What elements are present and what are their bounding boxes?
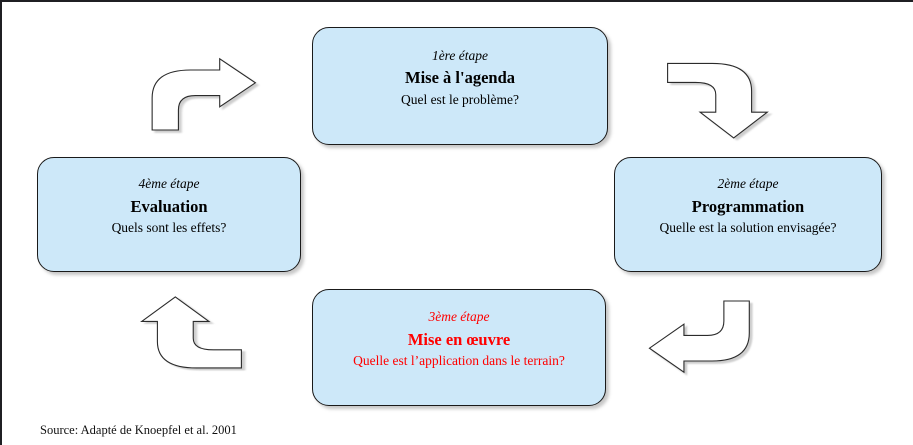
curved-arrow-left-up-icon [135,293,247,377]
step-box-programmation: 2ème étape Programmation Quelle est la s… [614,157,882,272]
step2-stage-label: 2ème étape [717,176,779,192]
step4-question: Quels sont les effets? [111,220,227,236]
curved-arrow-up-right-icon [139,54,261,134]
step3-question: Quelle est l’application dans le terrain… [353,353,565,369]
step3-title: Mise en œuvre [407,329,511,349]
step2-title: Programmation [691,196,805,216]
step1-stage-label: 1ère étape [431,47,489,63]
step3-stage-label: 3ème étape [428,309,490,325]
step-box-mise-en-oeuvre: 3ème étape Mise en œuvre Quelle est l’ap… [312,289,606,406]
step1-title: Mise à l'agenda [405,68,515,88]
step4-title: Evaluation [130,196,208,216]
curved-arrow-right-down-icon [662,54,774,142]
curved-arrow-down-left-icon [644,297,762,377]
step2-question: Quelle est la solution envisagée? [659,220,837,236]
step-box-mise-a-l-agenda: 1ère étape Mise à l'agenda Quel est le p… [312,27,608,145]
source-citation: Source: Adapté de Knoepfel et al. 2001 [40,423,237,437]
step4-stage-label: 4ème étape [138,176,200,192]
step-box-evaluation: 4ème étape Evaluation Quels sont les eff… [37,157,301,272]
step1-question: Quel est le problème? [400,91,520,107]
